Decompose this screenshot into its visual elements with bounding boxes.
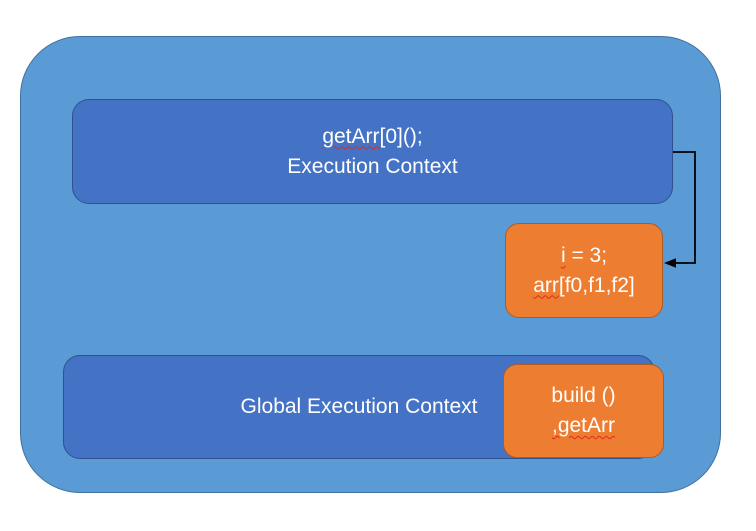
global-variables-box: build () ,getArr	[503, 364, 664, 458]
global-execution-context-label: Global Execution Context	[240, 395, 478, 418]
getarr-call-code-line: getArr[0]();	[322, 122, 422, 152]
build-function-line: build ()	[551, 381, 615, 411]
misspelled-text: ,getArr	[551, 414, 616, 437]
text-segment: [f0,f1,f2]	[558, 273, 635, 297]
text-segment: = 3;	[565, 243, 608, 267]
text-segment: [0]();	[379, 124, 423, 148]
text-segment: build ()	[551, 384, 616, 407]
misspelled-text: getArr	[322, 124, 380, 148]
i-equals-3-line: i = 3;	[561, 241, 607, 271]
arr-contents-line: arr[f0,f1,f2]	[533, 271, 635, 301]
execution-context-label: Execution Context	[287, 154, 458, 178]
getarr-variable-line: ,getArr	[552, 411, 615, 441]
misspelled-text: arr	[533, 273, 559, 297]
closure-scope-box: i = 3; arr[f0,f1,f2]	[505, 223, 663, 318]
execution-context-box: getArr[0](); Execution Context	[72, 99, 673, 204]
misspelled-text: i	[560, 243, 566, 267]
